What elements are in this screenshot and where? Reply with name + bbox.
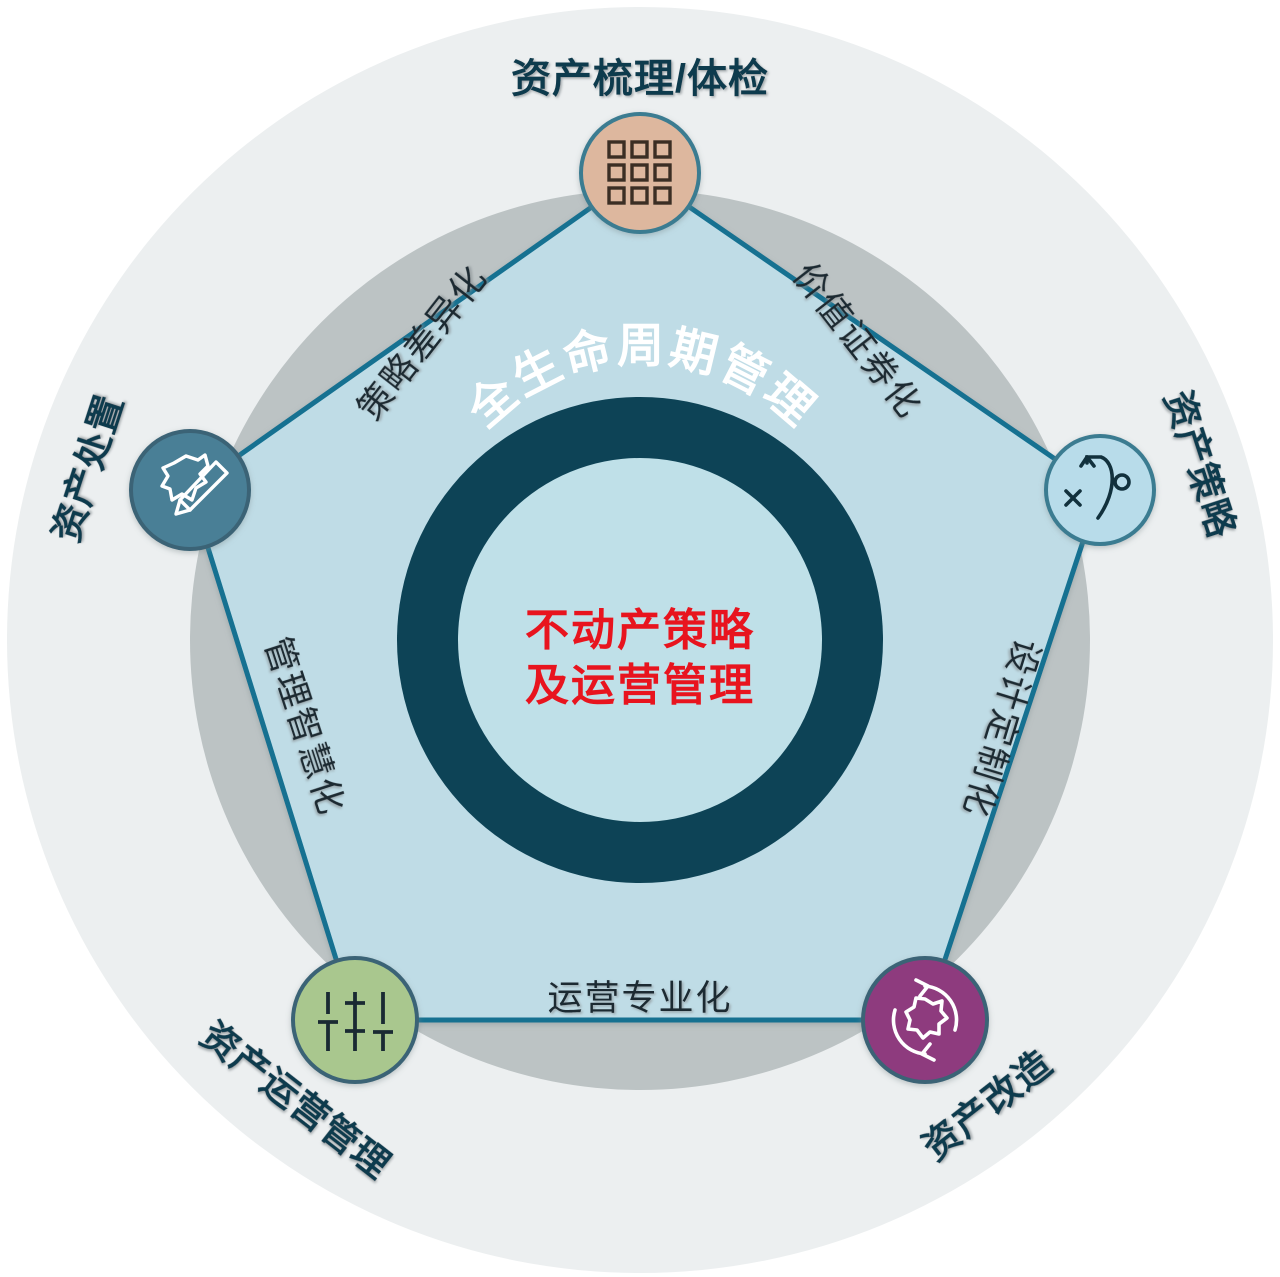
sliders-icon	[318, 992, 393, 1051]
strategy-playbook-icon	[1064, 455, 1131, 520]
node-asset-audit[interactable]: 资产梳理/体检	[511, 57, 769, 234]
node-asset-audit-circle[interactable]	[579, 112, 701, 234]
node-asset-strategy-circle[interactable]	[1044, 434, 1156, 546]
gear-refresh-icon	[891, 978, 959, 1062]
arc-label-operation-professionalization: 运营专业化	[547, 979, 732, 1018]
center-title-line1: 不动产策略	[525, 606, 755, 655]
grid-3x3-icon	[607, 140, 672, 205]
svg-text:运营专业化: 运营专业化	[547, 979, 732, 1018]
center-inner-disc	[458, 458, 822, 822]
node-asset-renovation-circle[interactable]	[861, 956, 989, 1084]
node-asset-audit-label: 资产梳理/体检	[511, 57, 769, 101]
center-title-line2: 及运营管理	[525, 661, 755, 710]
land-pencil-icon	[160, 453, 229, 516]
